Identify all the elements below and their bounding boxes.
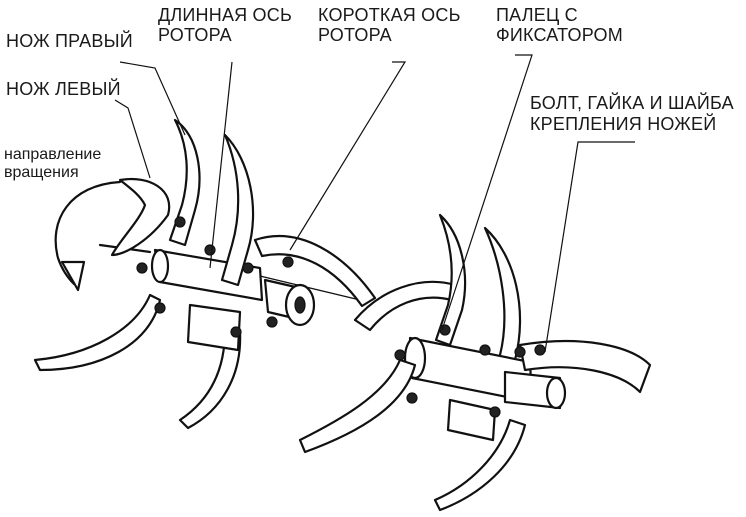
- label-bolt-line2: КРЕПЛЕНИЯ НОЖЕЙ: [530, 114, 717, 134]
- label-bolt-line1: БОЛТ, ГАЙКА И ШАЙБА: [530, 93, 734, 113]
- leader-lines: [114, 54, 635, 353]
- label-long-axis-line1: ДЛИННАЯ ОСЬ: [158, 5, 292, 25]
- left-blade-group: [33, 118, 255, 430]
- label-long-axis-line2: РОТОРА: [158, 25, 232, 45]
- rotation-arrow-icon: [54, 180, 122, 292]
- short-rotor-axle: [253, 235, 377, 328]
- long-rotor-axle: [98, 243, 361, 302]
- label-short-axis-line1: КОРОТКАЯ ОСЬ: [318, 5, 461, 25]
- label-rotation-line2: вращения: [4, 164, 79, 181]
- right-blade-group: [298, 213, 652, 512]
- label-pin-line2: ФИКСАТОРОМ: [496, 25, 623, 45]
- label-short-axis-line2: РОТОРА: [318, 25, 392, 45]
- label-pin-line1: ПАЛЕЦ С: [496, 5, 578, 25]
- label-right-blade: НОЖ ПРАВЫЙ: [6, 31, 133, 51]
- label-left-blade: НОЖ ЛЕВЫЙ: [6, 79, 121, 99]
- label-rotation-line1: направление: [4, 146, 102, 163]
